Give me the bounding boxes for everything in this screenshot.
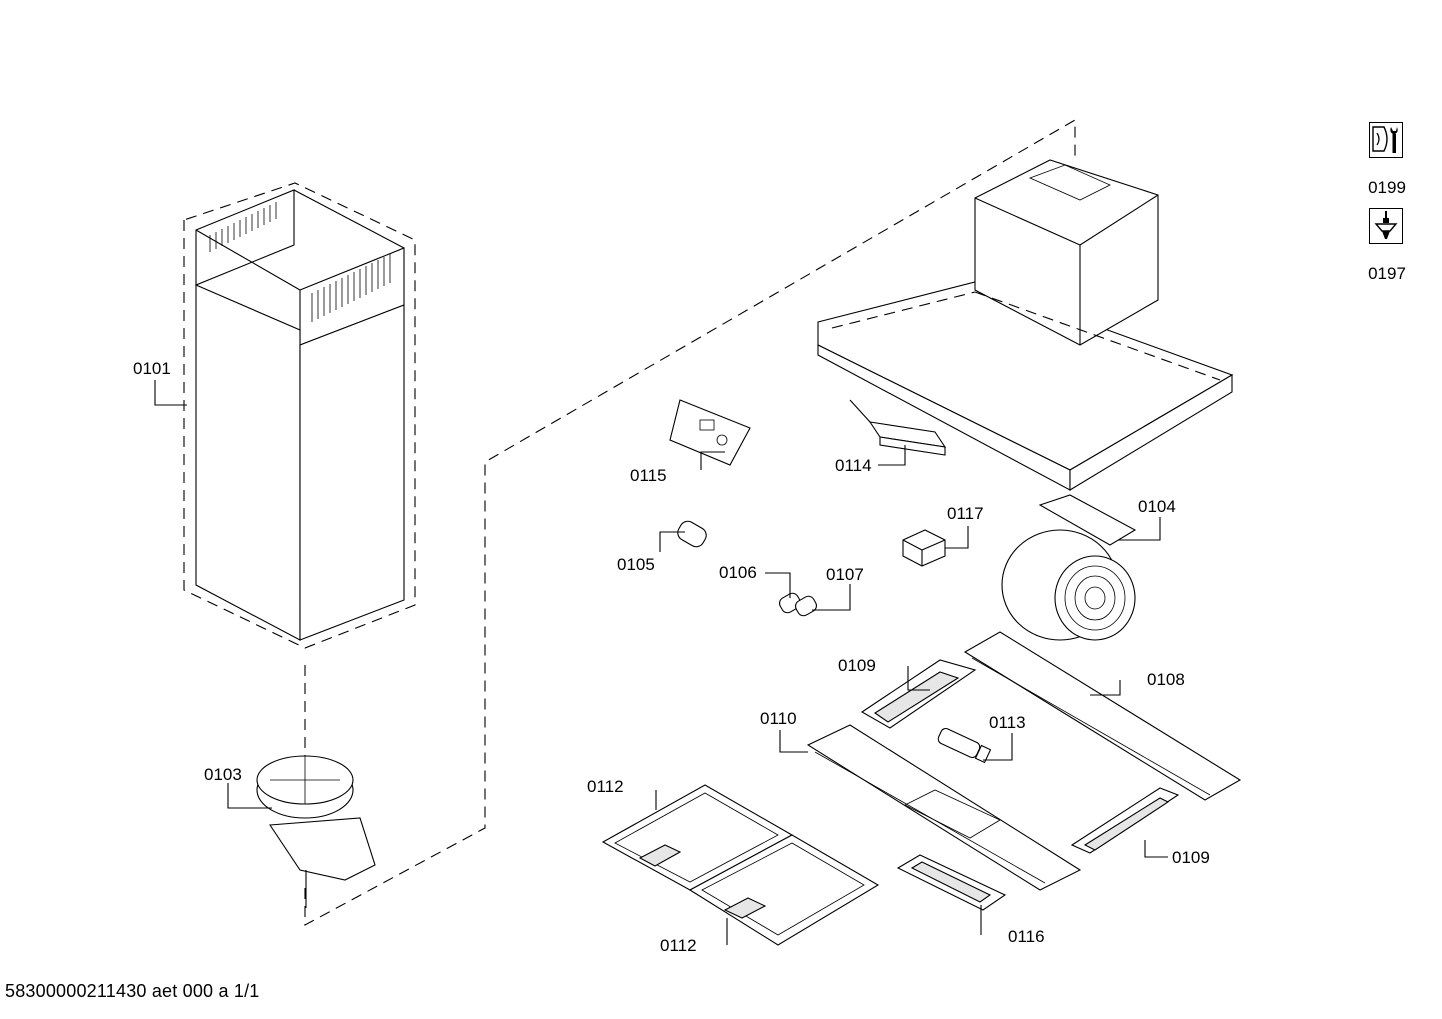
part-label-0103: 0103 (204, 765, 242, 784)
part-label-0117: 0117 (947, 504, 984, 523)
part-label-0116: 0116 (1008, 927, 1045, 946)
part-label-0115: 0115 (630, 466, 667, 485)
capacitor-part[interactable] (675, 518, 709, 549)
part-label-0112-lower: 0112 (660, 936, 697, 955)
capacitor-pair-part[interactable] (777, 591, 818, 618)
part-label-0113: 0113 (989, 713, 1026, 732)
part-label-0106: 0106 (719, 563, 757, 582)
tools-legend-label: 0199 (1368, 178, 1406, 197)
light-strip-part-upper[interactable] (860, 659, 977, 729)
chimney-cover-part[interactable] (183, 182, 416, 649)
bottom-panel-part[interactable] (963, 631, 1242, 801)
part-label-0105: 0105 (617, 555, 655, 574)
grease-filter-part-right[interactable] (688, 834, 880, 946)
light-strip-part-lower[interactable] (1070, 787, 1180, 854)
fastener-legend-label: 0197 (1368, 264, 1406, 283)
lamp-part[interactable] (937, 727, 992, 764)
leader-lines (154, 380, 1168, 945)
blower-motor-part[interactable] (1001, 494, 1137, 641)
part-label-0108: 0108 (1147, 670, 1185, 689)
screw-icon (1369, 208, 1403, 244)
control-module-part[interactable] (849, 399, 947, 456)
junction-box-part[interactable] (902, 529, 946, 567)
exhaust-adapter-part[interactable] (256, 755, 376, 881)
wrench-screwdriver-icon (1369, 122, 1403, 158)
part-label-0104: 0104 (1138, 497, 1176, 516)
lamp-cover-part[interactable] (896, 854, 1007, 911)
document-reference: 58300000211430 aet 000 a 1/1 (5, 981, 260, 1001)
part-label-0109-upper: 0109 (838, 656, 876, 675)
front-panel-part[interactable] (806, 724, 1082, 891)
part-label-0107: 0107 (826, 565, 864, 584)
part-label-0101: 0101 (133, 359, 171, 378)
part-label-0114: 0114 (835, 456, 872, 475)
part-label-0109-lower: 0109 (1172, 848, 1210, 867)
part-label-0110: 0110 (760, 709, 797, 728)
part-label-0112-upper: 0112 (587, 777, 624, 796)
electronic-board-part[interactable] (669, 399, 751, 466)
hood-body-part[interactable] (817, 159, 1234, 491)
